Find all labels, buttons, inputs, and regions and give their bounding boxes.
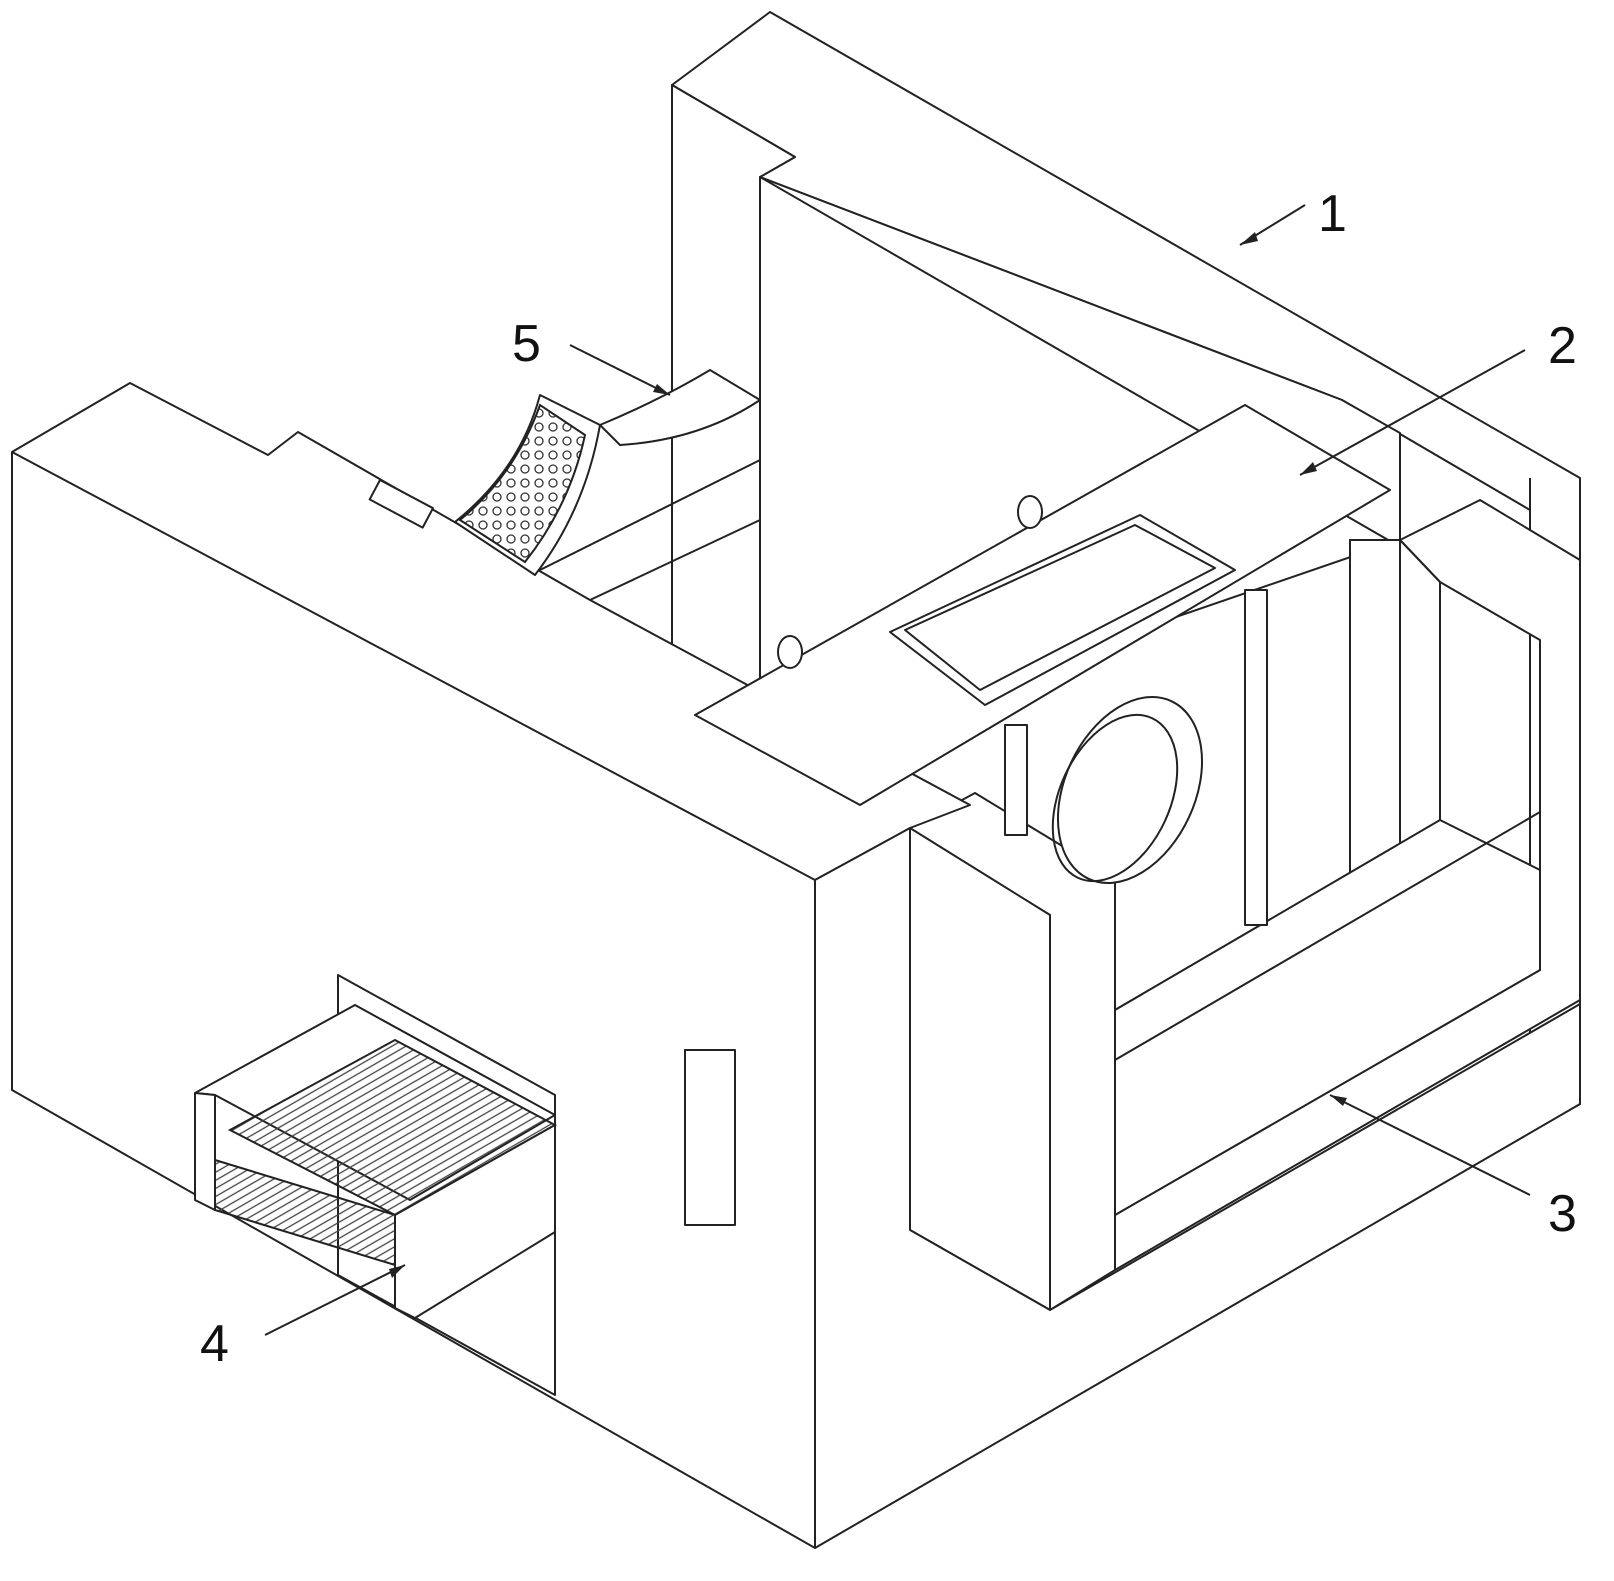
leader-5 [570, 345, 670, 395]
label-5: 5 [512, 318, 541, 370]
label-1: 1 [1318, 188, 1347, 240]
label-2: 2 [1548, 320, 1577, 372]
label-4: 4 [200, 1318, 229, 1370]
label-3: 3 [1548, 1188, 1577, 1240]
